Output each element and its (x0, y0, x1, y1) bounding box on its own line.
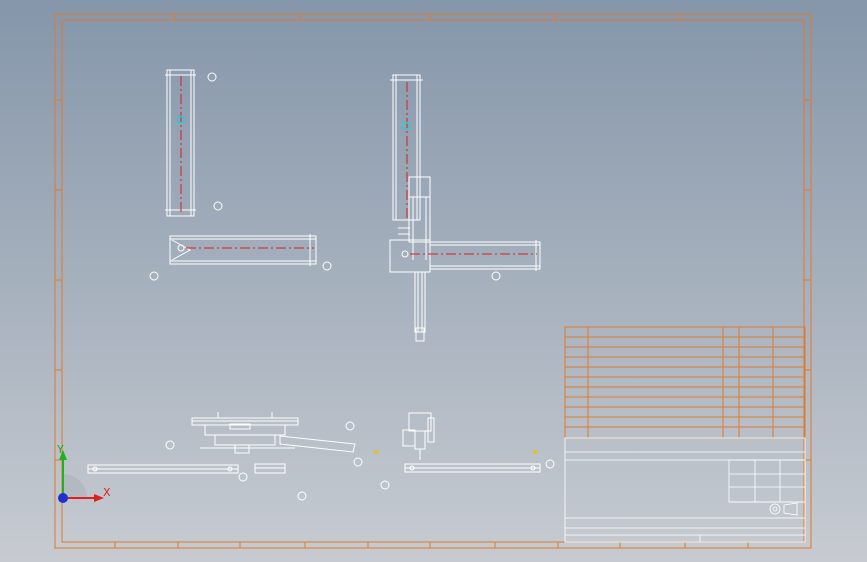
title-block (564, 437, 806, 543)
dimension-markers (374, 450, 537, 454)
point-marker-icon[interactable] (165, 440, 175, 450)
highlighted-hole-marker[interactable] (176, 115, 186, 125)
view-assembly-right[interactable] (389, 74, 541, 342)
axis-y-arrow (59, 450, 67, 460)
view-horizontal-arm-left[interactable] (149, 234, 332, 281)
point-marker-icon[interactable] (545, 459, 555, 469)
axis-origin (58, 493, 68, 503)
axis-x-label: X (103, 486, 110, 499)
view-vertical-arm-left[interactable] (165, 69, 223, 217)
point-marker-icon[interactable] (491, 271, 501, 281)
revision-table (564, 326, 806, 439)
view-bottom-left-rail[interactable] (87, 463, 307, 501)
axis-rotation-arc (63, 474, 87, 498)
point-marker-icon[interactable] (322, 261, 332, 271)
view-bottom-mechanism[interactable] (165, 412, 363, 467)
point-marker-icon[interactable] (380, 480, 390, 490)
axis-x-arrow (94, 494, 104, 502)
axis-y-label: Y (56, 443, 64, 456)
point-marker-icon[interactable] (149, 271, 159, 281)
point-marker-icon[interactable] (345, 421, 355, 431)
point-marker-icon[interactable] (238, 472, 248, 482)
highlighted-hole-marker[interactable] (401, 121, 411, 131)
point-marker-icon[interactable] (207, 72, 217, 82)
point-marker-icon[interactable] (353, 457, 363, 467)
axis-triad-icon[interactable]: Y X (50, 440, 111, 510)
sheet-frame (54, 13, 812, 549)
point-marker-icon[interactable] (213, 201, 223, 211)
view-bottom-right-rail[interactable] (380, 412, 555, 490)
point-marker-icon[interactable] (297, 491, 307, 501)
